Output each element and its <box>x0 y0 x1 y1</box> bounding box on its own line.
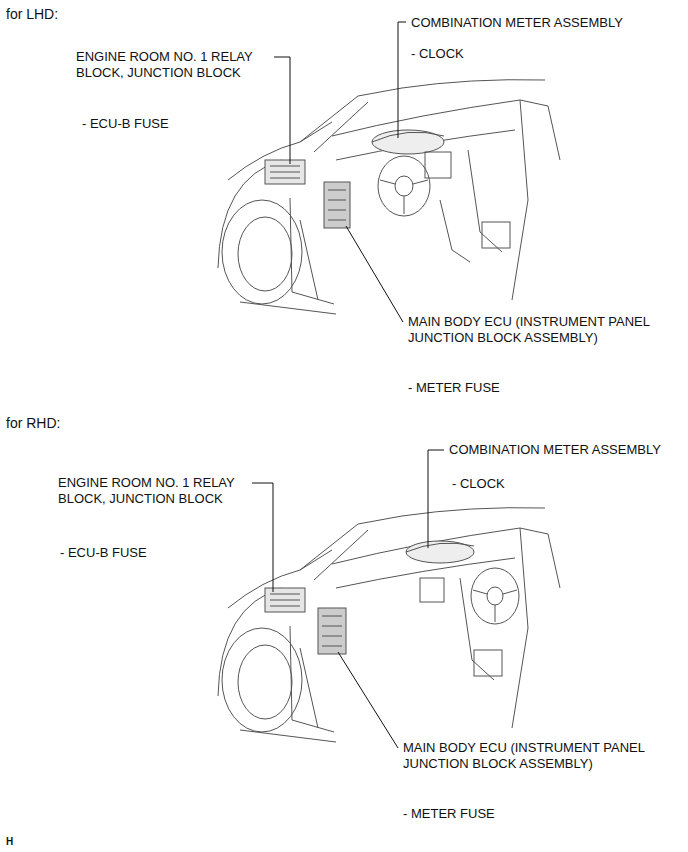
sub-part-label: - CLOCK <box>452 476 505 492</box>
part-label: ENGINE ROOM NO. 1 RELAY BLOCK, JUNCTION … <box>58 475 258 507</box>
view-heading: for LHD: <box>6 6 58 22</box>
sub-part-label: - METER FUSE <box>408 380 500 396</box>
part-label: MAIN BODY ECU (INSTRUMENT PANEL JUNCTION… <box>403 740 665 772</box>
part-label: ENGINE ROOM NO. 1 RELAY BLOCK, JUNCTION … <box>76 49 276 81</box>
sub-part-label: - ECU-B FUSE <box>60 545 147 561</box>
part-label: COMBINATION METER ASSEMBLY <box>411 15 623 31</box>
sub-part-label: - ECU-B FUSE <box>82 116 169 132</box>
sub-part-label: - CLOCK <box>411 46 464 62</box>
view-heading: for RHD: <box>6 415 60 431</box>
rhd-car <box>218 450 560 748</box>
part-label: MAIN BODY ECU (INSTRUMENT PANEL JUNCTION… <box>408 314 670 346</box>
sub-part-label: - METER FUSE <box>403 806 495 822</box>
part-label: COMBINATION METER ASSEMBLY <box>449 442 661 458</box>
lhd-car <box>218 22 560 322</box>
figure-mark: H <box>6 834 13 850</box>
